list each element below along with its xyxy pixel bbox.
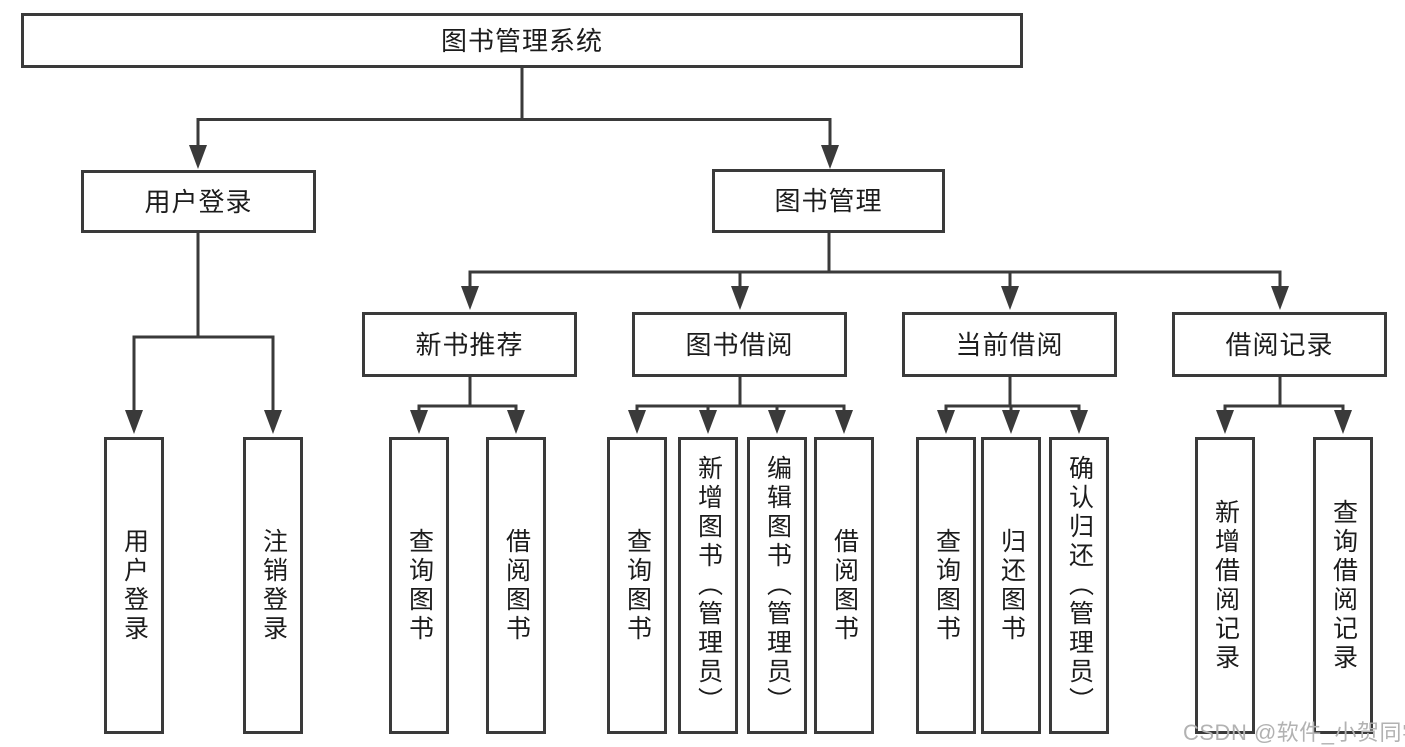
leaf-borrow-books: 借阅图书	[814, 437, 874, 734]
node-user-login-label: 用户登录	[144, 186, 253, 217]
leaf-borrow-books-label: 借阅图书	[830, 527, 859, 644]
watermark: CSDN @软件_小贺同学	[1183, 720, 1405, 745]
leaf-current-query-books-label: 查询图书	[932, 527, 961, 644]
leaf-confirm-return-admin: 确认归还（管理员）	[1049, 437, 1109, 734]
leaf-return-book-label: 归还图书	[997, 527, 1026, 644]
leaf-current-query-books: 查询图书	[916, 437, 976, 734]
leaf-edit-book-admin-label: 编辑图书（管理员）	[763, 455, 792, 716]
node-current-borrow: 当前借阅	[902, 312, 1117, 377]
node-current-borrow-label: 当前借阅	[955, 329, 1064, 360]
leaf-recommend-query-books-label: 查询图书	[405, 527, 434, 644]
leaf-add-book-admin-label: 新增图书（管理员）	[694, 455, 723, 716]
node-borrow-records-label: 借阅记录	[1225, 329, 1334, 360]
leaf-borrow-query-books-label: 查询图书	[623, 527, 652, 644]
leaf-recommend-query-books: 查询图书	[389, 437, 449, 734]
node-borrow-records: 借阅记录	[1172, 312, 1387, 377]
leaf-logout-label: 注销登录	[259, 527, 288, 644]
arrowhead-icons	[125, 145, 1352, 434]
leaf-recommend-borrow-books-label: 借阅图书	[502, 527, 531, 644]
leaf-query-borrow-record-label: 查询借阅记录	[1329, 498, 1358, 673]
node-root-label: 图书管理系统	[440, 25, 603, 56]
leaf-add-borrow-record: 新增借阅记录	[1195, 437, 1255, 734]
leaf-edit-book-admin: 编辑图书（管理员）	[747, 437, 807, 734]
node-book-borrow: 图书借阅	[632, 312, 847, 377]
node-book-borrow-label: 图书借阅	[685, 329, 794, 360]
node-root: 图书管理系统	[21, 13, 1023, 68]
leaf-confirm-return-admin-label: 确认归还（管理员）	[1065, 455, 1094, 716]
leaf-query-borrow-record: 查询借阅记录	[1313, 437, 1373, 734]
node-new-book-recommend-label: 新书推荐	[415, 329, 524, 360]
node-book-management: 图书管理	[712, 169, 945, 233]
leaf-add-book-admin: 新增图书（管理员）	[678, 437, 738, 734]
node-user-login: 用户登录	[81, 170, 316, 233]
leaf-logout: 注销登录	[243, 437, 303, 734]
leaf-user-login-label: 用户登录	[120, 527, 149, 644]
leaf-user-login: 用户登录	[104, 437, 164, 734]
node-book-management-label: 图书管理	[774, 186, 883, 216]
leaf-return-book: 归还图书	[981, 437, 1041, 734]
leaf-borrow-query-books: 查询图书	[607, 437, 667, 734]
leaf-add-borrow-record-label: 新增借阅记录	[1211, 498, 1240, 673]
leaf-recommend-borrow-books: 借阅图书	[486, 437, 546, 734]
node-new-book-recommend: 新书推荐	[362, 312, 577, 377]
